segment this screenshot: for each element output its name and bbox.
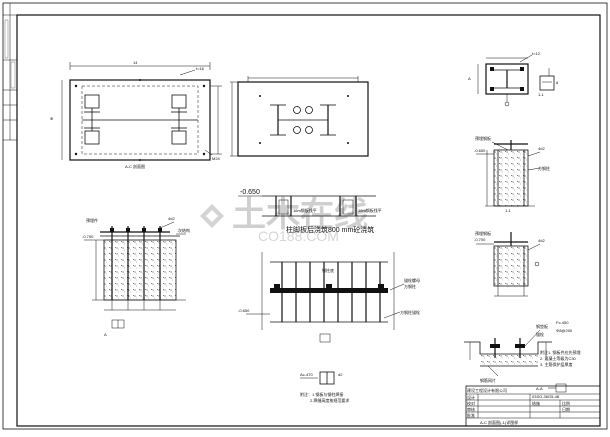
svg-text:4d2: 4d2 [538, 238, 545, 243]
svg-text:设计: 设计 [467, 394, 475, 400]
svg-text:钢筋网片: 钢筋网片 [480, 377, 496, 383]
svg-text:比例: 比例 [562, 400, 570, 406]
watermark-cn: 土木在线 [232, 196, 368, 234]
svg-text:14: 14 [133, 60, 138, 65]
svg-text:次结构: 次结构 [178, 227, 190, 233]
svg-text:方钢柱锚栓: 方钢柱锚栓 [400, 309, 420, 315]
outer-border [2, 2, 608, 430]
svg-text:2. 混凝土等级为C30: 2. 混凝土等级为C30 [540, 355, 577, 361]
section-mark: A-A [536, 386, 543, 391]
svg-text:1-1: 1-1 [505, 208, 512, 213]
beam-note-left: 16m钢板找平 [293, 207, 317, 213]
svg-text:钢柱底: 钢柱底 [322, 267, 334, 273]
small-plan-detail: t=12 A 1-1 8 [468, 51, 559, 107]
svg-text:M24: M24 [212, 156, 221, 161]
svg-text:结施: 结施 [532, 400, 540, 406]
elev-left-a: -0.700 [82, 234, 94, 239]
svg-text:A: A [104, 332, 107, 337]
section-right-2: 预埋钢板 -0.700 4d2 [474, 230, 545, 297]
svg-text:⊕: ⊕ [50, 116, 53, 121]
section-mark-detail: A-A [536, 383, 567, 393]
svg-text:附注1. 钢板件应先预埋: 附注1. 钢板件应先预埋 [540, 349, 580, 355]
svg-text:8: 8 [556, 80, 559, 85]
small-section-detail: Ac-470 d2 附注：1.钢板与钢柱焊接 2.焊缝高度按规范要求 [300, 371, 349, 403]
base-plate-plan: 14 ⊕ t=16 M24 A-C 剖面图 [50, 60, 222, 169]
elev-top: -0.650 [240, 189, 260, 196]
section-left: 预埋件 4d2 次结构 -0.700 A [82, 216, 190, 337]
inner-border [16, 14, 601, 427]
svg-text:预埋钢板: 预埋钢板 [475, 135, 491, 141]
svg-text:审核: 审核 [467, 406, 475, 412]
beam-elevation: -0.650 16m钢板找平 16m钢板找平 柱脚板后浇筑800 mm砼浇筑 [238, 189, 382, 234]
title-block: 建设工程设计有限公司 03SG-36G5-48 设计 校对 审核 批准 结施 比… [465, 385, 601, 427]
svg-text:批准: 批准 [467, 412, 475, 418]
svg-text:3. 主筋保护层厚度: 3. 主筋保护层厚度 [540, 361, 572, 367]
column-note: 柱脚板后浇筑800 mm砼浇筑 [286, 225, 374, 234]
svg-text:锚栓螺母: 锚栓螺母 [404, 277, 420, 283]
svg-text:t=16: t=16 [196, 66, 205, 71]
svg-text:钢垫板: 钢垫板 [536, 323, 548, 329]
svg-text:4d2: 4d2 [538, 146, 545, 151]
plan-label: A-C 剖面图 [125, 163, 145, 169]
watermark-en: CO188.COM [258, 228, 339, 244]
svg-text:方钢柱: 方钢柱 [538, 165, 550, 171]
svg-text:方钢柱: 方钢柱 [404, 283, 416, 289]
svg-text:Fc-450: Fc-450 [556, 320, 569, 325]
drawing-number: 03SG-36G5-48 [532, 394, 560, 399]
svg-text:2.焊缝高度按规范要求: 2.焊缝高度按规范要求 [310, 397, 349, 403]
svg-text:预埋件: 预埋件 [86, 217, 98, 223]
svg-text:附注：1.钢板与钢柱焊接: 附注：1.钢板与钢柱焊接 [300, 391, 343, 397]
svg-text:1-1: 1-1 [538, 92, 545, 97]
elev-mid: -0.650 [238, 308, 250, 313]
svg-text:锚栓: 锚栓 [536, 331, 544, 337]
column-base-elevation: 钢柱底 锚栓螺母 方钢柱 -0.650 方钢柱锚栓 [238, 252, 420, 343]
title-block-title: A-C 剖面图(-1)详图样 [480, 419, 518, 425]
svg-text:A: A [468, 76, 471, 81]
svg-text:日期: 日期 [562, 406, 570, 412]
watermark: 土木在线 CO188.COM [200, 196, 368, 244]
pile-cap-detail: 钢垫板 锚栓 Fc-450 Φ8@200 钢筋网片 附注1. 钢板件应先预埋 2… [464, 320, 580, 383]
svg-text:4d2: 4d2 [168, 216, 175, 221]
svg-text:t=12: t=12 [532, 51, 541, 56]
plate-detail [230, 76, 369, 157]
svg-text:Ac-470: Ac-470 [300, 372, 313, 377]
beam-note-right: 16m钢板找平 [358, 207, 382, 213]
section-right-1: 预埋钢板 -0.650 4d2 方钢柱 1-1 [474, 135, 550, 213]
elev-right-a: -0.650 [474, 148, 486, 153]
svg-text:d2: d2 [338, 372, 343, 377]
svg-text:建设工程设计有限公司: 建设工程设计有限公司 [467, 387, 507, 393]
elev-right-b: -0.700 [474, 237, 486, 242]
binding-margin-strip [3, 19, 17, 141]
svg-text:Φ8@200: Φ8@200 [556, 328, 573, 333]
svg-text:校对: 校对 [467, 400, 475, 406]
svg-text:预埋钢板: 预埋钢板 [475, 230, 491, 236]
